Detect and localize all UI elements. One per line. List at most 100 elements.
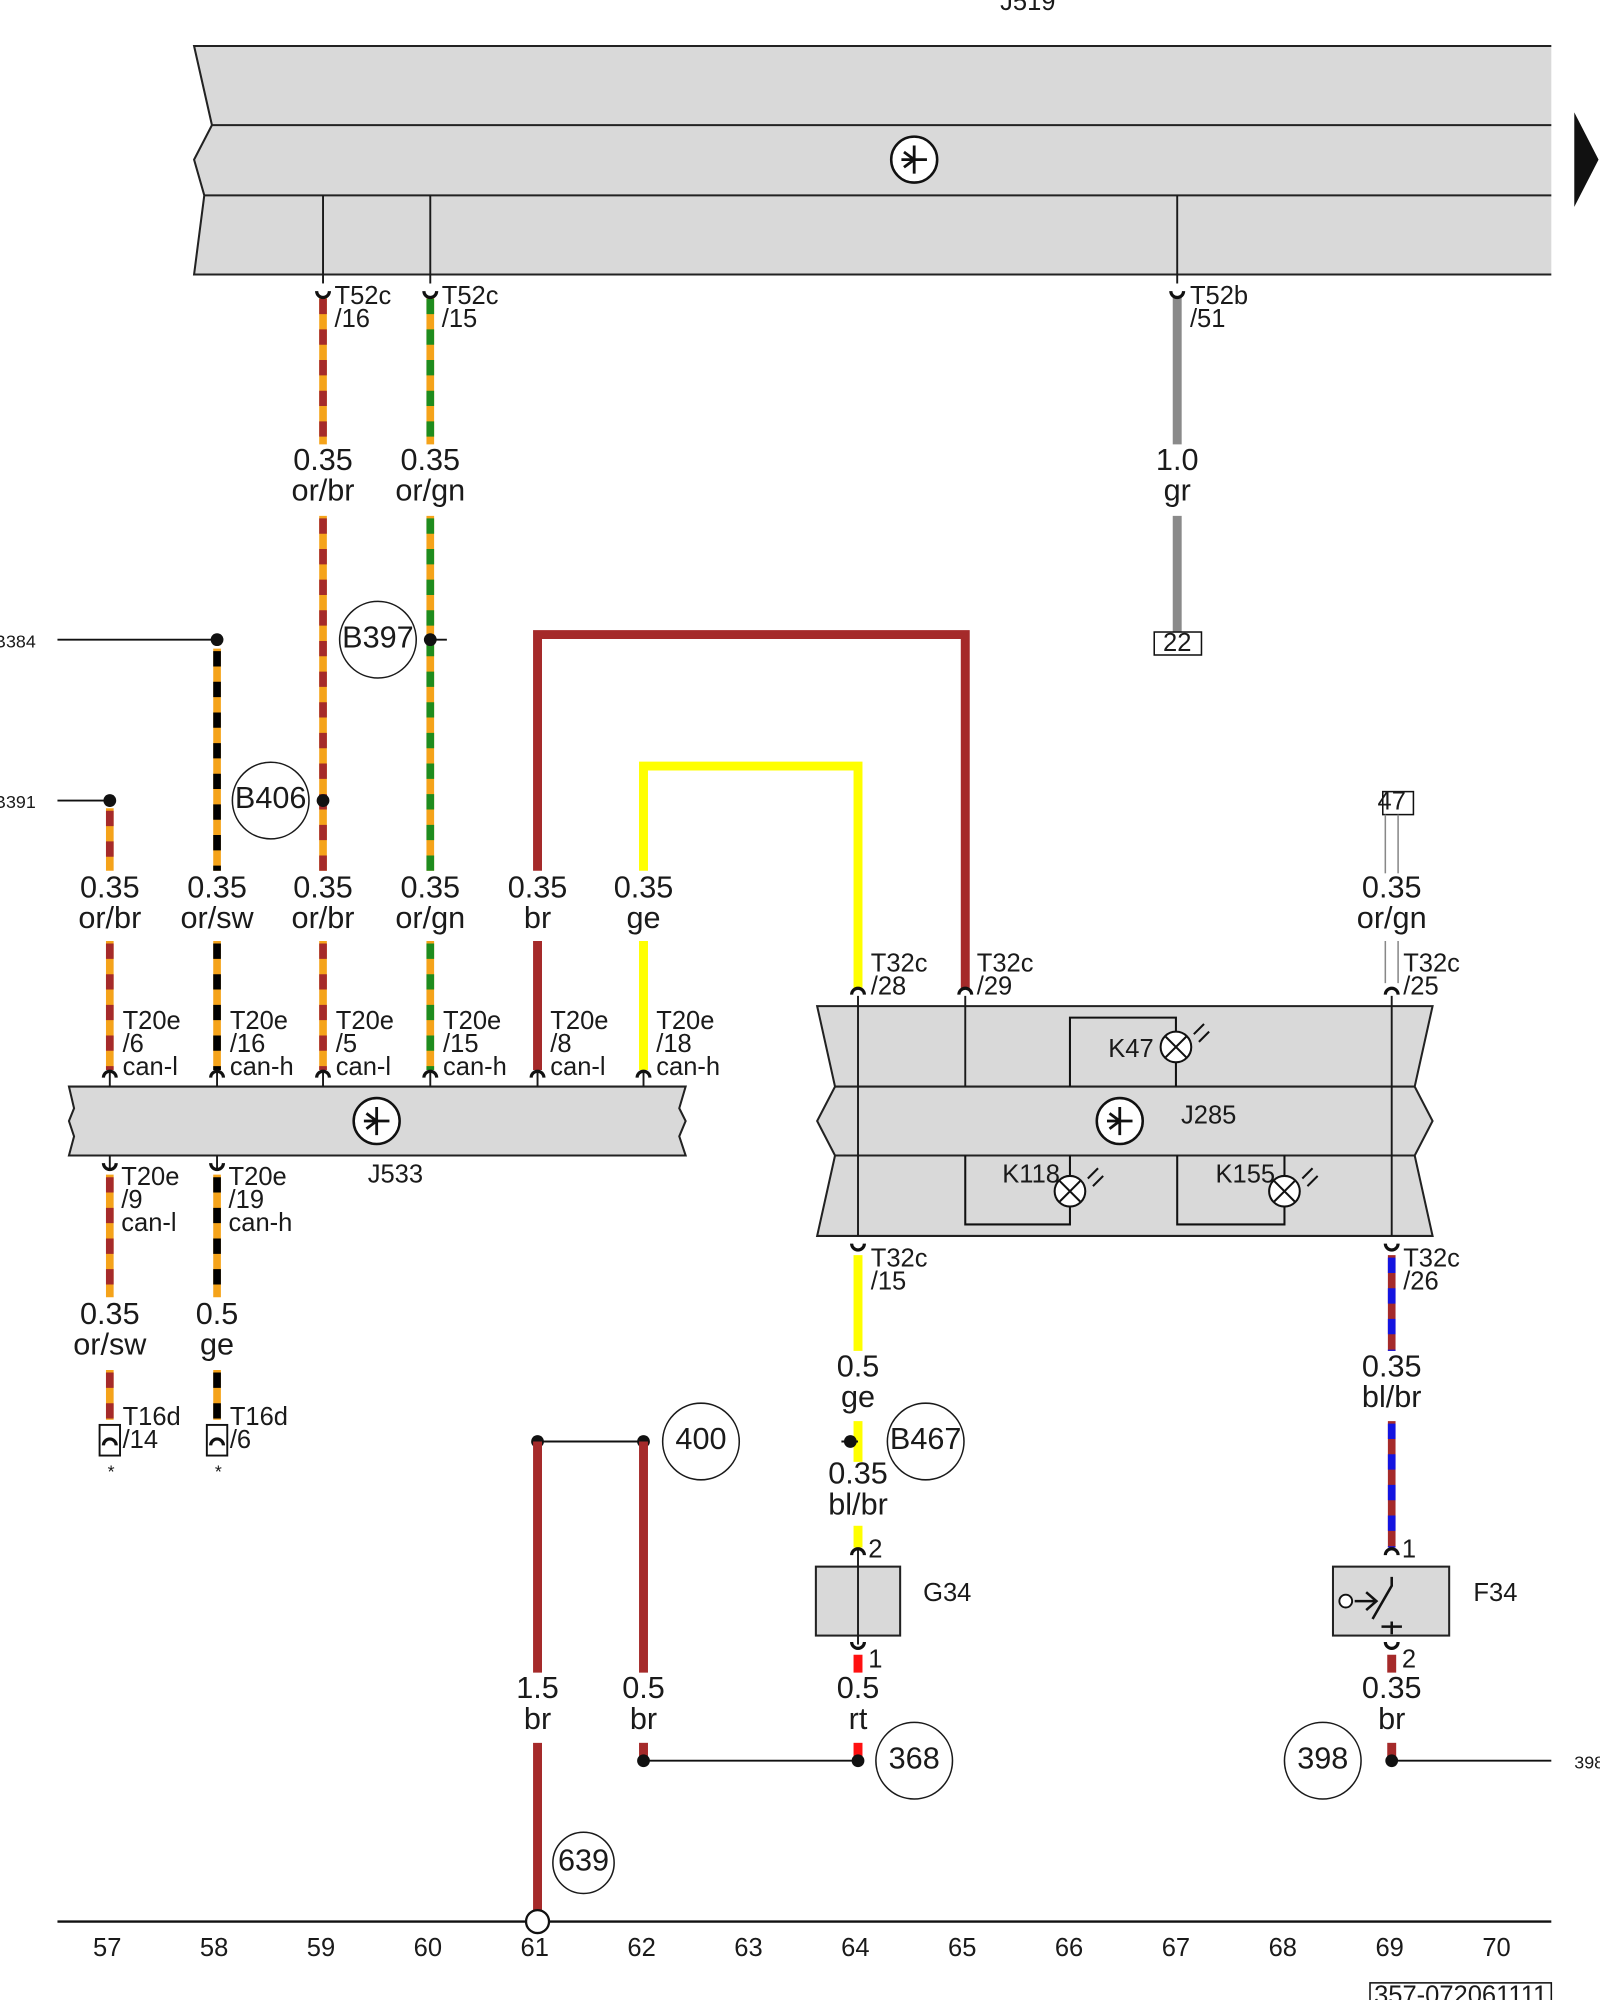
connector-pin: /9: [121, 1186, 142, 1214]
wire-color: or/gn: [1357, 901, 1427, 935]
track-number: 60: [414, 1934, 442, 1962]
connector-signal: can-l: [123, 1053, 178, 1081]
warning-lamp-icon-cross: [1164, 1036, 1187, 1058]
f34-label: F34: [1473, 1579, 1517, 1607]
wire-gauge: 0.35: [400, 443, 460, 477]
electronics-symbol-glyph: [1106, 1106, 1133, 1136]
wire-gauge: 0.35: [80, 871, 140, 905]
j519-body-bot: [194, 195, 1552, 275]
connector-label: T20e: [229, 1163, 287, 1191]
wire-color: br: [524, 901, 551, 935]
connector-pin: /15: [871, 1268, 906, 1296]
wire-color: or/br: [292, 474, 355, 508]
junction-dot: [851, 1754, 865, 1768]
wire-color: bl/br: [1362, 1380, 1422, 1414]
track-number: 63: [734, 1934, 762, 1962]
wire-gauge: 1.0: [1156, 443, 1199, 477]
j285-label: J285: [1181, 1102, 1236, 1130]
ref-box-22: [1153, 631, 1203, 656]
connector-symbol: [422, 1069, 439, 1078]
connector-symbol: [101, 1162, 118, 1172]
connector-symbol: [209, 1437, 226, 1446]
track-number: 66: [1055, 1934, 1083, 1962]
ref-368-bubble: [875, 1721, 954, 1800]
pin-label: 2: [868, 1536, 882, 1564]
track-number: 65: [948, 1934, 976, 1962]
wire-gauge: 0.35: [1362, 871, 1422, 905]
wire-yellow-loop: [639, 761, 863, 990]
track-number: 57: [93, 1934, 121, 1962]
connector-symbol: [850, 986, 866, 995]
connector-pin: /8: [550, 1030, 571, 1058]
wire-gauge: 0.35: [1362, 1671, 1422, 1705]
ref-b397-bubble: [338, 600, 418, 679]
wire-gauge: 0.35: [293, 443, 353, 477]
connector-signal: can-l: [121, 1209, 176, 1237]
k155-label: K155: [1216, 1160, 1276, 1188]
connector-pin: /25: [1403, 973, 1438, 1001]
pin-label: 1: [868, 1646, 882, 1674]
connector-label: T20e: [123, 1007, 181, 1035]
connector-pin: /16: [335, 305, 370, 333]
track-number: 68: [1269, 1934, 1297, 1962]
connector-symbol: [1383, 1547, 1400, 1556]
track-number: 59: [307, 1934, 335, 1962]
connector-label: T32c: [871, 1245, 928, 1273]
ref-b406-bubble: [231, 761, 310, 840]
connector-symbol: [850, 1243, 866, 1252]
wire-gauge: 0.35: [80, 1297, 140, 1331]
light-emission-icon: [1193, 1023, 1210, 1043]
connector-symbol: [315, 1069, 332, 1078]
connector-signal: can-h: [656, 1053, 720, 1081]
connector-symbol: [1383, 1243, 1400, 1252]
doc-number: 357-072061111: [1374, 1981, 1547, 2000]
switch-contact-icon: [1354, 1576, 1402, 1635]
continuation-arrow-icon: [1574, 112, 1599, 207]
connector-pin: /15: [443, 1030, 478, 1058]
wire-color: or/br: [78, 901, 141, 935]
g34-label: G34: [923, 1579, 971, 1607]
junction-dot: [316, 794, 330, 807]
wire-color: or/sw: [180, 901, 254, 935]
connector-symbol: [850, 1547, 866, 1556]
connector-pin: /14: [123, 1426, 158, 1454]
connector-pin: /29: [977, 973, 1012, 1001]
track-number: 64: [841, 1934, 869, 1962]
connector-pin: /16: [230, 1030, 265, 1058]
wire-color: ge: [841, 1380, 875, 1414]
junction-dot: [1385, 1754, 1399, 1768]
connector-signal: can-h: [443, 1053, 507, 1081]
track-number: 69: [1375, 1934, 1403, 1962]
ref-400-bubble-label: 400: [675, 1422, 726, 1456]
connector-label: T20e: [336, 1007, 394, 1035]
connector-signal: can-h: [230, 1053, 294, 1081]
electronics-symbol-glyph: [901, 145, 927, 174]
ref-398-bubble: [1283, 1721, 1362, 1800]
connector-symbol: [635, 1069, 652, 1078]
electronics-symbol-glyph: [363, 1106, 390, 1136]
footnote-star: *: [108, 1461, 115, 1481]
light-emission-icon: [1087, 1167, 1104, 1187]
connector-label: T20e: [443, 1007, 501, 1035]
wire-gauge: 0.35: [508, 871, 568, 905]
ref-b467-bubble: [886, 1402, 965, 1481]
wire-color: br: [630, 1702, 657, 1736]
j519-body-mid: [194, 125, 1552, 196]
connector-label: T32c: [1403, 1245, 1460, 1273]
connector-label: T32c: [1403, 950, 1460, 978]
connector-label: T20e: [656, 1007, 714, 1035]
wire-color: gr: [1164, 474, 1191, 508]
connector-symbol: [1383, 986, 1400, 995]
connector-label: T32c: [977, 950, 1034, 978]
track-number: 58: [200, 1934, 228, 1962]
wire-gauge: 0.35: [400, 871, 460, 905]
pin-label: 2: [1402, 1646, 1416, 1674]
wire-gauge: 0.35: [1362, 1349, 1422, 1383]
j519-body-top: [194, 45, 1552, 126]
connector-pin: /15: [442, 305, 477, 333]
track-number: 67: [1162, 1934, 1190, 1962]
ref-b391: B391: [0, 792, 36, 812]
j519-outline: [192, 44, 1552, 276]
